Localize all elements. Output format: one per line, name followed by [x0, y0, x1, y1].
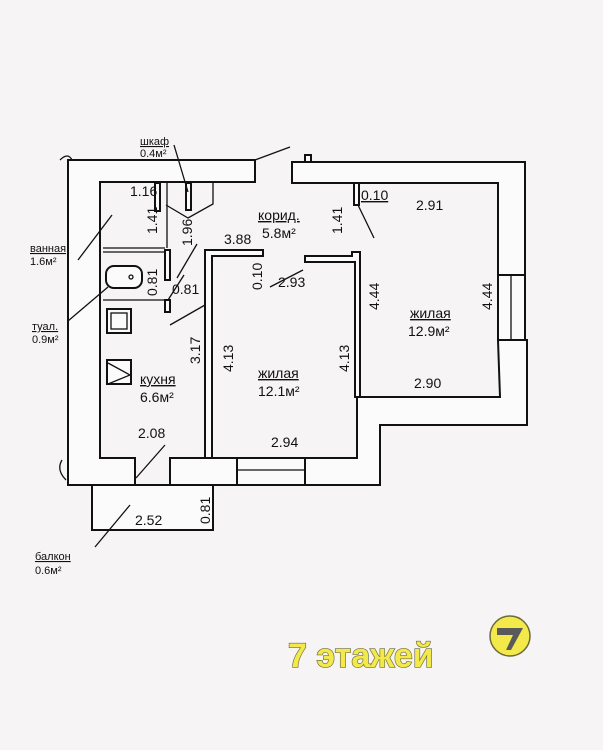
- dim-mid-right: 4.13: [336, 345, 352, 372]
- walls: [59, 144, 528, 548]
- dim-kitchen-h: 3.17: [187, 337, 203, 364]
- closet-area: 0.4м²: [140, 148, 167, 160]
- dim-mid-bottom: 2.94: [271, 434, 298, 450]
- bathroom-area: 1.6м²: [30, 256, 57, 268]
- kitchen-name: кухня: [140, 371, 176, 387]
- balcony-name: балкон: [35, 551, 71, 563]
- balcony-area: 0.6м²: [35, 565, 62, 577]
- dim-kitchen-w: 2.08: [138, 425, 165, 441]
- bathroom-name: ванная: [30, 243, 66, 255]
- corridor-area: 5.8м²: [262, 225, 296, 241]
- dim-bath-h: 0.81: [144, 269, 160, 296]
- dim-right-left: 4.44: [366, 283, 382, 310]
- living-right-name: жилая: [410, 305, 451, 321]
- living-middle-area: 12.1м²: [258, 383, 300, 399]
- living-middle-name: жилая: [258, 365, 299, 381]
- dim-mid-left: 4.13: [220, 345, 236, 372]
- agency-logo-icon: [489, 615, 531, 657]
- balcony: [91, 484, 214, 531]
- toilet-area: 0.9м²: [32, 334, 59, 346]
- dim-right-gap: 0.10: [361, 187, 388, 203]
- kitchen-area: 6.6м²: [140, 389, 174, 405]
- closet-name: шкаф: [140, 136, 169, 148]
- dim-right-bottom: 2.90: [414, 375, 441, 391]
- dim-right-right: 4.44: [479, 283, 495, 310]
- living-right-area: 12.9м²: [408, 323, 450, 339]
- toilet-name: туал.: [32, 321, 58, 333]
- floors-badge-text: 7 этажей: [288, 637, 434, 675]
- window-bottom: [236, 457, 306, 486]
- dim-balcony-w: 2.52: [135, 512, 162, 528]
- dim-corridor-gap: 0.10: [249, 263, 265, 290]
- dim-closet-diag: 1.96: [179, 219, 195, 246]
- corridor-name: корид.: [258, 207, 300, 223]
- dim-closet-h: 1.41: [144, 207, 160, 234]
- dim-balcony-h: 0.81: [197, 497, 213, 524]
- bathtub-icon: [105, 265, 143, 289]
- dim-closet-w: 1.16: [130, 183, 157, 199]
- dim-toilet-w: 0.81: [172, 281, 199, 297]
- dim-right-top: 2.91: [416, 197, 443, 213]
- stove-icon: [106, 359, 132, 385]
- dim-corridor-w: 2.93: [278, 274, 305, 290]
- dim-corridor-h: 1.41: [329, 207, 345, 234]
- dim-corridor-len: 3.88: [224, 231, 251, 247]
